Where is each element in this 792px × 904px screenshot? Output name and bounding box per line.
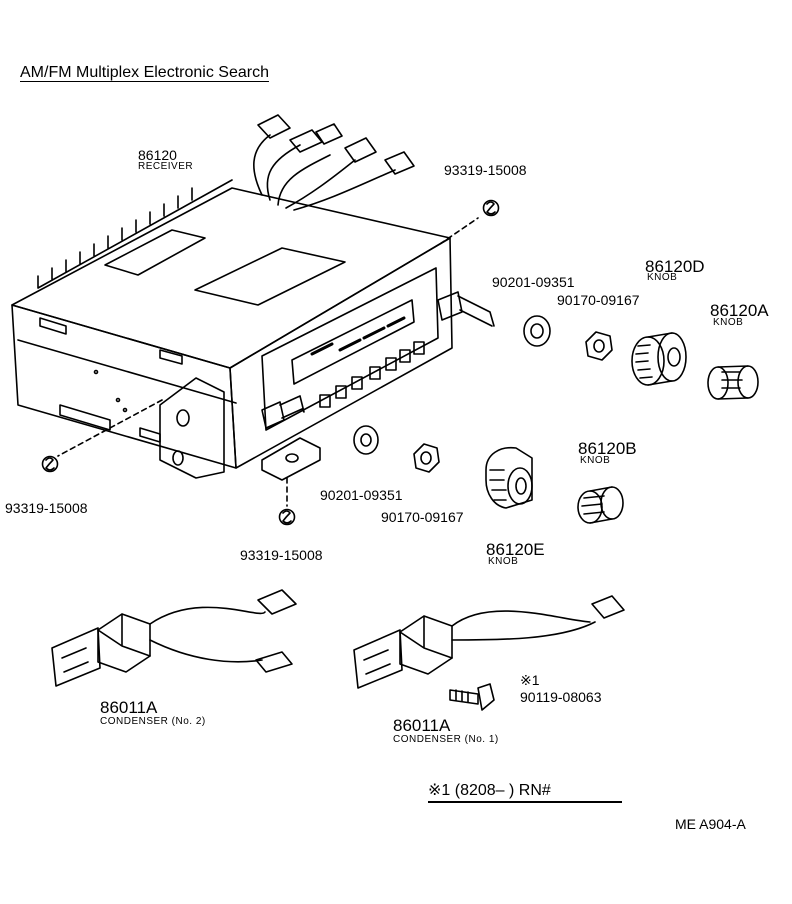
knob-b-part-number: 86120B — [578, 439, 637, 458]
receiver-unit-drawing — [12, 115, 494, 480]
note-underline — [428, 801, 622, 803]
condenser-2-part-name: CONDENSER (No. 2) — [100, 716, 206, 727]
diagram-title: AM/FM Multiplex Electronic Search — [20, 64, 269, 81]
bolt-part-number: 90119-08063 — [520, 689, 602, 705]
nut-upper-part-number: 90170-09167 — [557, 292, 640, 308]
washer-nut-knob-drawings — [354, 316, 758, 523]
bolt-mark: ※1 — [520, 672, 540, 688]
screw-bottom-part-number: 93319-15008 — [240, 547, 323, 563]
condenser-1-part-number: 86011A — [393, 716, 451, 735]
receiver-part-number: 86120 — [138, 147, 177, 163]
production-date-note: ※1 (8208– ) RN# — [428, 782, 551, 799]
drawing-code: ME A904-A — [675, 816, 746, 832]
condenser-1-part-name: CONDENSER (No. 1) — [393, 734, 499, 745]
knob-b-part-name: KNOB — [580, 455, 611, 466]
washer-upper-part-number: 90201-09351 — [492, 274, 575, 290]
knob-e-part-name: KNOB — [488, 556, 519, 567]
knob-a-part-name: KNOB — [713, 317, 744, 328]
knob-a-part-number: 86120A — [710, 301, 769, 320]
nut-lower-part-number: 90170-09167 — [381, 509, 464, 525]
knob-d-part-name: KNOB — [647, 272, 678, 283]
screw-drawings — [43, 201, 499, 525]
receiver-part-name: RECEIVER — [138, 161, 194, 172]
knob-d-part-number: 86120D — [645, 257, 705, 276]
screw-left-part-number: 93319-15008 — [5, 500, 88, 516]
condenser-2-part-number: 86011A — [100, 698, 158, 717]
screw-top-part-number: 93319-15008 — [444, 162, 527, 178]
washer-lower-part-number: 90201-09351 — [320, 487, 403, 503]
knob-e-part-number: 86120E — [486, 540, 545, 559]
condenser-drawings — [52, 590, 624, 710]
